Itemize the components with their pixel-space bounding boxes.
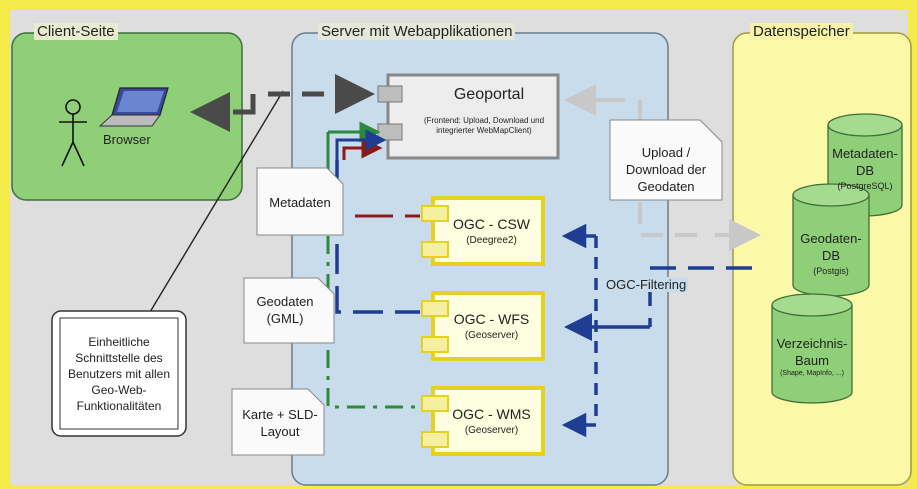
db-verzeichnis-shape (771, 293, 853, 404)
upload-doc (609, 119, 723, 201)
laptop-icon (98, 87, 169, 127)
wfs-box-shape (421, 291, 545, 361)
filtering-label: OGC-Filtering (604, 277, 689, 292)
interface-connector (149, 90, 284, 313)
browser-label: Browser (103, 132, 151, 147)
interface-note-inner (59, 317, 179, 430)
user-figure-icon (59, 99, 87, 167)
metadaten-label: Metadaten (269, 194, 331, 210)
db-geodaten-sub: (Postgis) (813, 266, 849, 276)
db-geodaten-name: Geodaten-DB (800, 231, 862, 263)
red-arrow-geoportal (342, 137, 383, 160)
client-panel-title: Client-Seite (34, 23, 118, 40)
db-metadaten-sub: (PostgreSQL) (837, 181, 893, 191)
geodaten-label: Geodaten (GML) (256, 294, 314, 326)
metadaten-doc (256, 167, 344, 236)
server-panel-title: Server mit Webapplikationen (318, 23, 516, 40)
db-verzeichnis-name: Verzeichnis-Baum (776, 336, 848, 368)
dashed-connector-client (233, 94, 256, 115)
geoportal-box (386, 73, 560, 160)
wfs-subtitle: (Geoserver) (464, 330, 519, 341)
geoportal-subtitle: (Frontend: Upload, Download und integrie… (423, 116, 545, 135)
storage-panel-title: Datenspeicher (750, 23, 853, 40)
csw-title: OGC - CSW (453, 216, 530, 232)
db-metadaten-name: Metadaten-DB (832, 146, 898, 178)
interface-note-text: Einheitliche Schnittstelle des Benutzers… (67, 334, 171, 413)
wfs-title: OGC - WFS (453, 311, 530, 327)
geodaten-doc (243, 277, 335, 344)
karte-doc (231, 388, 325, 456)
karte-label: Karte + SLD-Layout (242, 407, 318, 439)
geoportal-port-top (377, 85, 403, 103)
green-line-wms (326, 160, 420, 409)
wms-title: OGC - WMS (452, 406, 531, 422)
wms-box-shape (421, 386, 545, 456)
green-arrow-geoportal (326, 132, 370, 160)
geoportal-title: Geoportal (453, 86, 525, 103)
geoportal-port-bottom (377, 123, 403, 141)
upload-label: Upload / Download der Geodaten (625, 144, 707, 194)
csw-box-shape (421, 196, 545, 266)
csw-subtitle: (Deegree2) (466, 235, 517, 246)
filtering-from-db (648, 266, 752, 327)
db-verzeichnis-sub: (Shape, MapInfo, ...) (780, 370, 844, 377)
blue-arrow-geoportal (335, 129, 387, 160)
wms-subtitle: (Geoserver) (464, 425, 519, 436)
